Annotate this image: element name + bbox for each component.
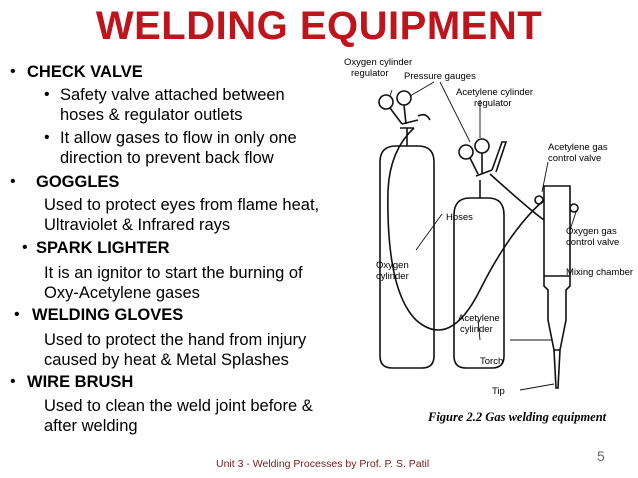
label-pressure-gauges: Pressure gauges (404, 71, 476, 82)
goggles-heading: GOGGLES (36, 173, 120, 191)
spark-lighter-desc-2: Oxy-Acetylene gases (44, 284, 200, 302)
bullet: • (22, 239, 28, 256)
label-oxygen-valve-2: control valve (566, 237, 620, 248)
acetylene-cylinder (453, 197, 505, 369)
label-acetylene-cylinder-2: cylinder (460, 324, 493, 335)
figure-caption: Figure 2.2 Gas welding equipment (428, 410, 607, 424)
oxygen-pressure-gauge (396, 90, 412, 106)
label-oxygen-cylinder-1: Oxygen (376, 260, 409, 271)
label-oxygen-regulator-1: Oxygen cylinder (344, 57, 413, 68)
check-valve-heading: CHECK VALVE (27, 63, 143, 81)
footer-text: Unit 3 - Welding Processes by Prof. P. S… (216, 458, 430, 470)
check-valve-line-3: It allow gases to flow in only one (60, 129, 297, 147)
welding-gloves-desc-2: caused by heat & Metal Splashes (44, 351, 289, 369)
welding-gloves-desc-1: Used to protect the hand from injury (44, 331, 307, 349)
label-oxygen-cylinder-2: cylinder (376, 271, 409, 282)
acetylene-pressure-gauge (474, 138, 490, 154)
oxygen-cylinder (379, 145, 435, 369)
label-acetylene-regulator-1: Acetylene cylinder (456, 87, 534, 98)
label-mixing-chamber: Mixing chamber (566, 267, 634, 278)
label-hoses: Hoses (446, 212, 473, 223)
spark-lighter-desc-1: It is an ignitor to start the burning of (44, 264, 303, 282)
wire-brush-desc-1: Used to clean the weld joint before & (44, 397, 313, 415)
spark-lighter-heading: SPARK LIGHTER (36, 239, 170, 257)
oxygen-pressure-gauge (378, 94, 394, 110)
label-oxygen-valve-1: Oxygen gas (566, 226, 617, 237)
wire-brush-desc-2: after welding (44, 417, 138, 435)
goggles-desc-2: Ultraviolet & Infrared rays (44, 216, 231, 234)
slide-title: WELDING EQUIPMENT (95, 4, 543, 48)
bullet: • (10, 373, 16, 390)
page-number: 5 (597, 448, 605, 464)
acetylene-pressure-gauge (458, 144, 474, 160)
oxygen-control-valve (569, 203, 579, 213)
check-valve-line-2: hoses & regulator outlets (60, 106, 243, 124)
label-acetylene-valve-2: control valve (548, 153, 602, 164)
label-acetylene-valve-1: Acetylene gas (548, 142, 608, 153)
check-valve-line-1: Safety valve attached between (60, 86, 285, 104)
wire-brush-heading: WIRE BRUSH (27, 373, 134, 391)
welding-gloves-heading: WELDING GLOVES (32, 306, 184, 324)
oxygen-hose (387, 127, 545, 331)
check-valve-line-4: direction to prevent back flow (60, 149, 274, 167)
label-acetylene-cylinder-1: Acetylene (458, 313, 500, 324)
goggles-desc-1: Used to protect eyes from flame heat, (44, 196, 320, 214)
label-oxygen-regulator-2: regulator (351, 68, 389, 79)
bullet: • (10, 173, 16, 190)
bullet: • (44, 129, 50, 146)
label-tip: Tip (492, 386, 505, 397)
label-acetylene-regulator-2: regulator (474, 98, 512, 109)
bullet: • (44, 86, 50, 103)
label-torch: Torch (480, 356, 504, 367)
acetylene-control-valve (534, 195, 544, 205)
torch-tip (553, 349, 561, 389)
bullet: • (14, 306, 20, 323)
gas-welding-diagram (378, 81, 579, 391)
bullet: • (10, 63, 16, 80)
acetylene-hose (489, 173, 545, 221)
